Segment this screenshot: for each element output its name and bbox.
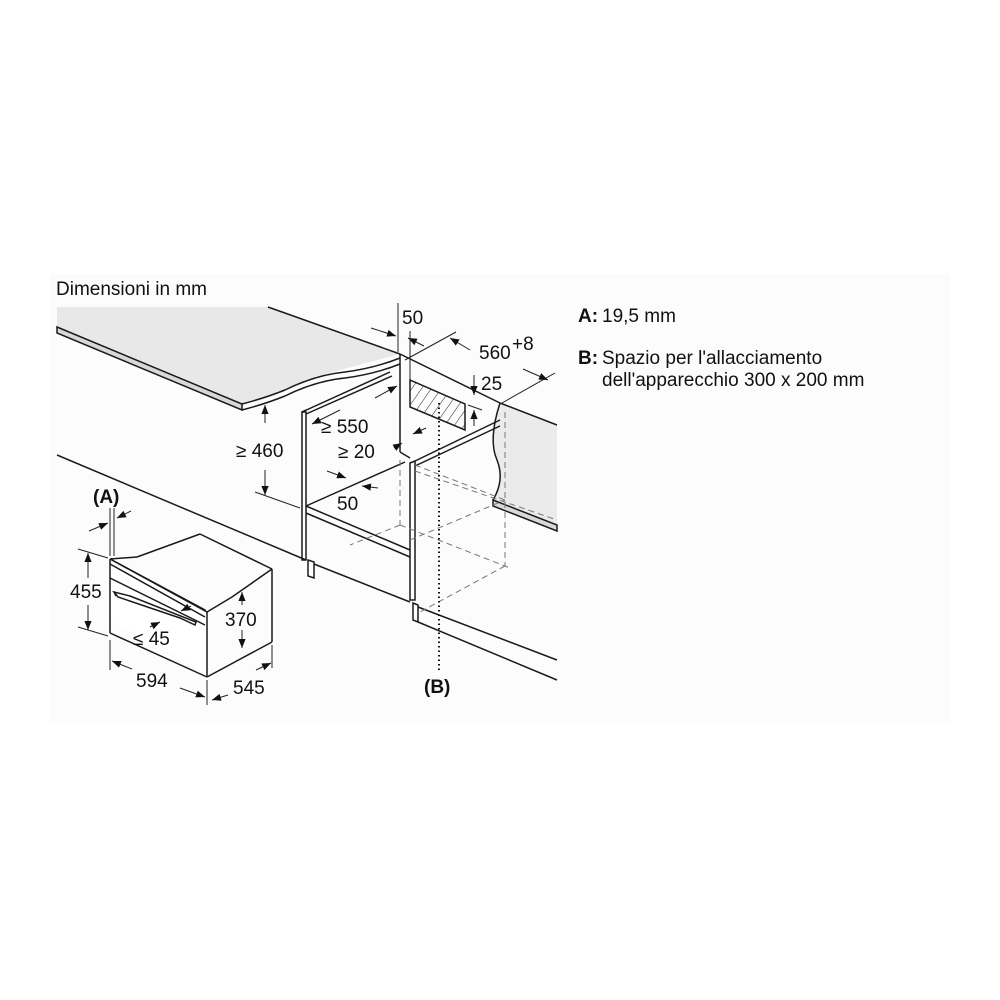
label-top-gap: 50: [402, 308, 423, 329]
hidden-edges: [349, 412, 558, 613]
legend-text-b-line2: dell'apparecchio 300 x 200 mm: [602, 370, 865, 391]
legend-key-b: B:: [578, 348, 599, 369]
label-appliance-depth: 545: [233, 678, 265, 699]
countertop-right: [492, 402, 558, 533]
dimension-lines: [77, 303, 556, 705]
legend-text-a: 19,5 mm: [602, 306, 676, 327]
label-rear-gap: ≥ 20: [338, 442, 375, 463]
label-niche-width: 560: [479, 343, 511, 364]
label-niche-depth: ≥ 550: [321, 417, 368, 438]
legend-text-b-line1: Spazio per l'allacciamento: [602, 348, 823, 369]
label-appliance-width: 594: [136, 671, 168, 692]
legend-key-a: A:: [578, 306, 599, 327]
diagram-title: Dimensioni in mm: [56, 279, 207, 300]
label-appliance-height: 455: [70, 582, 102, 603]
cabinet-niche: [56, 353, 558, 681]
label-appliance-inner-height: 370: [225, 610, 257, 631]
countertop-left: [56, 306, 401, 412]
dimension-labels: 50 560 +8 25 ≥ 460 ≥ 550 ≥ 20 50 (A) (B)…: [70, 308, 534, 699]
label-connection-offset: 25: [481, 374, 502, 395]
legend-item-b: B:Spazio per l'allacciamento dell'appare…: [578, 348, 864, 392]
connection-area: [409, 378, 466, 670]
label-panel-b: (B): [424, 677, 450, 698]
label-handle-projection: ≤ 45: [133, 629, 170, 650]
label-front-edge: 50: [337, 494, 358, 515]
label-panel-a: (A): [93, 487, 119, 508]
legend-item-a: A:19,5 mm: [578, 306, 676, 328]
appliance-oven: [109, 533, 273, 678]
label-niche-height: ≥ 460: [236, 441, 283, 462]
label-niche-width-tolerance: +8: [512, 334, 534, 355]
